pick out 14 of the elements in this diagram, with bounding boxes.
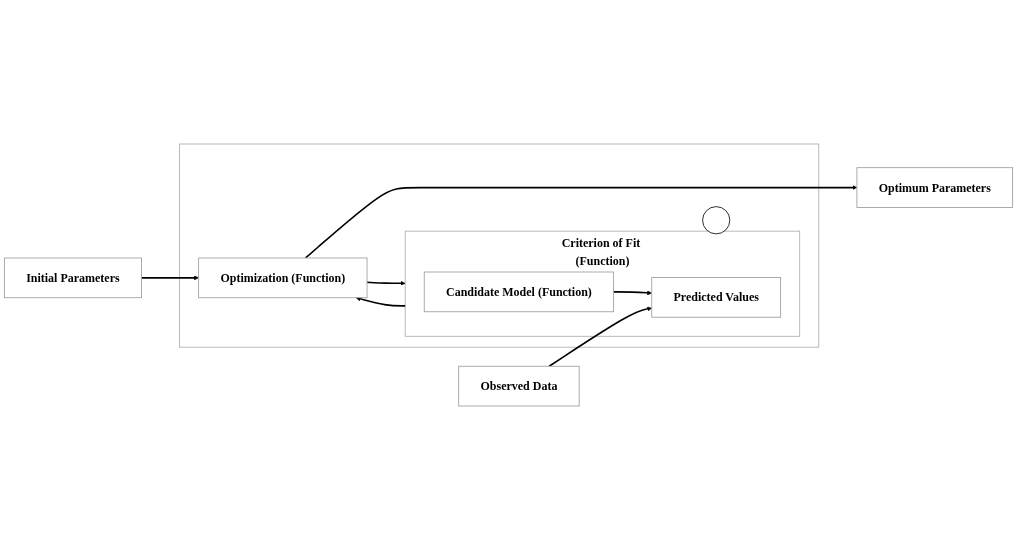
node-box: Optimization (Function): [198, 257, 368, 299]
node-box: Candidate Model (Function): [423, 271, 615, 313]
arrow: [355, 296, 406, 307]
node-box: Predicted Values: [651, 277, 782, 318]
arrow: [366, 280, 406, 286]
node-circle: [702, 206, 731, 235]
arrow: [612, 290, 652, 296]
arrow: [548, 306, 652, 368]
node-box: Optimum Parameters: [856, 167, 1014, 208]
cluster: [179, 143, 820, 348]
arrow: [140, 275, 199, 281]
arrow: [304, 185, 858, 259]
node-box: Observed Data: [458, 365, 580, 407]
node-box: Initial Parameters: [3, 257, 142, 299]
